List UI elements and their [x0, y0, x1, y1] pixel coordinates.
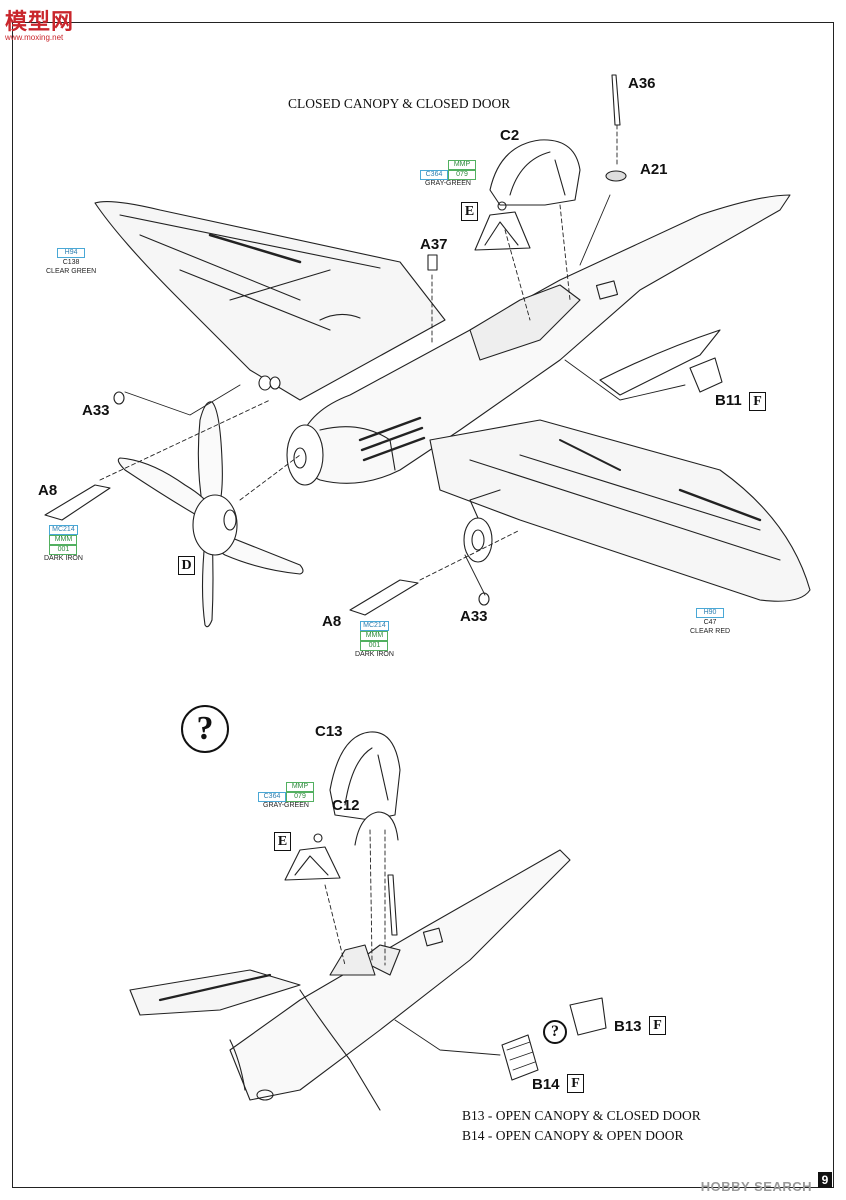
paint-code: MMM [49, 535, 78, 545]
label-b11: B11 [715, 392, 742, 409]
label-c2: C2 [500, 127, 520, 144]
paint-code: H94 [57, 248, 86, 258]
boxed-e-top: E [461, 202, 478, 221]
label-a21: A21 [640, 161, 668, 178]
page-frame [12, 22, 834, 1188]
paint-callout-wing-left: H94 C138 CLEAR GREEN [46, 248, 96, 276]
label-a33-bottom: A33 [460, 608, 488, 625]
paint-name: CLEAR RED [690, 628, 731, 635]
paint-code: MMM [360, 631, 389, 641]
paint-code: MC214 [360, 621, 389, 631]
watermark: HOBBY SEARCH [700, 1179, 812, 1194]
label-b14: B14 [532, 1076, 560, 1093]
paint-name: GRAY-GREEN [263, 802, 309, 809]
paint-code: 079 [286, 792, 314, 802]
logo-text: 模型网 [5, 9, 75, 34]
paint-code: C364 [258, 792, 286, 802]
paint-name: DARK IRON [355, 651, 394, 658]
boxed-d: D [178, 556, 195, 575]
paint-code: MMP [286, 782, 314, 792]
bottom-aircraft-drawing [129, 731, 607, 1111]
caption-b14: B14 - OPEN CANOPY & OPEN DOOR [462, 1128, 684, 1143]
question-mark-small: ? [543, 1020, 567, 1044]
label-c13: C13 [315, 723, 343, 740]
boxed-f-b14: F [567, 1074, 584, 1093]
paint-name: GRAY-GREEN [425, 180, 471, 187]
label-a36: A36 [628, 75, 656, 92]
label-a8-left: A8 [38, 482, 58, 499]
paint-code: C138 [57, 258, 86, 268]
label-c12: C12 [332, 797, 360, 814]
paint-code: 079 [448, 170, 476, 180]
question-mark-main: ? [181, 705, 229, 753]
paint-code: C364 [420, 170, 448, 180]
paint-callout-a8-bottom: MC214 MMM 001 DARK IRON [355, 621, 394, 659]
label-a33-left: A33 [82, 402, 110, 419]
paint-name: CLEAR GREEN [46, 268, 97, 275]
paint-code: 001 [49, 545, 78, 555]
paint-callout-a8-left: MC214 MMM 001 DARK IRON [44, 525, 83, 563]
caption-b13: B13 - OPEN CANOPY & CLOSED DOOR [462, 1108, 701, 1123]
paint-code: 001 [360, 641, 389, 651]
label-a8-bottom: A8 [322, 613, 342, 630]
paint-name: DARK IRON [44, 555, 83, 562]
title-closed-canopy: CLOSED CANOPY & CLOSED DOOR [288, 96, 511, 111]
paint-code: C47 [696, 618, 725, 628]
paint-code: MC214 [49, 525, 78, 535]
site-logo: 模型网 www.moxing.net [5, 4, 74, 42]
label-a37: A37 [420, 236, 448, 253]
boxed-e-bottom: E [274, 832, 291, 851]
page-number: 9 [818, 1172, 832, 1188]
paint-callout-wing-right: H90 C47 CLEAR RED [690, 608, 730, 636]
paint-code: MMP [448, 160, 476, 170]
label-b13: B13 [614, 1018, 642, 1035]
boxed-f-b13: F [649, 1016, 666, 1035]
logo-url: www.moxing.net [5, 33, 64, 42]
top-aircraft-drawing [44, 74, 811, 628]
paint-code: H90 [696, 608, 725, 618]
boxed-f-b11: F [749, 392, 766, 411]
